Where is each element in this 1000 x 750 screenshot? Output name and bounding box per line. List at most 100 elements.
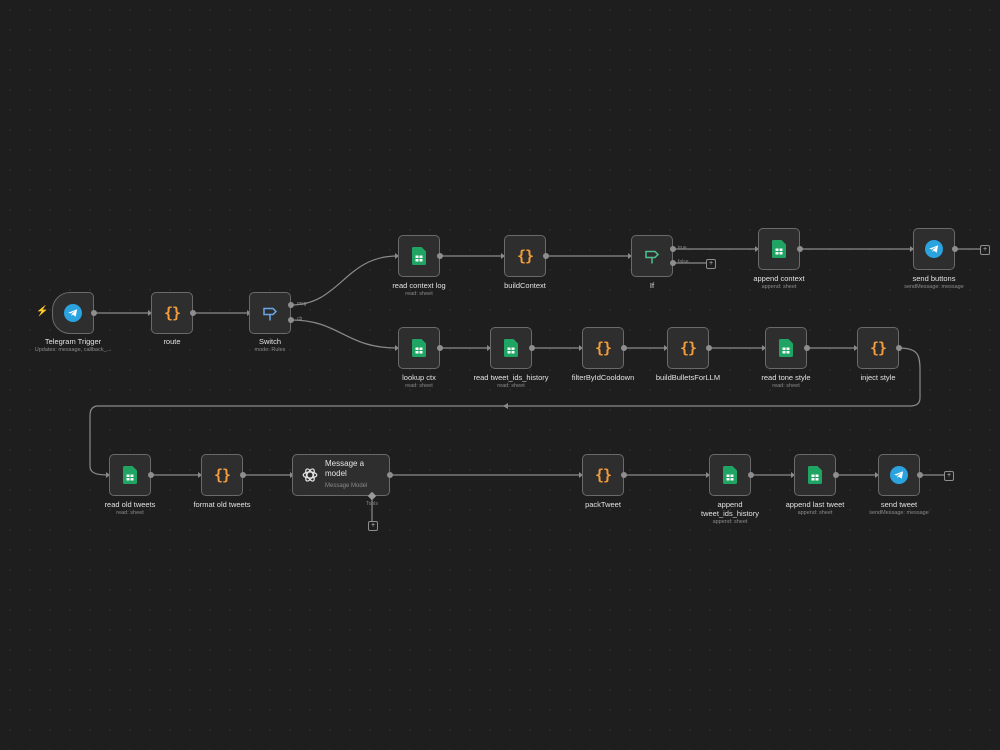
- switch-node[interactable]: [249, 292, 291, 334]
- output-port[interactable]: [952, 246, 958, 252]
- read-old-tweets-node[interactable]: [109, 454, 151, 496]
- node-label: append tweet_ids_history append: sheet: [701, 500, 759, 525]
- build-bullets-for-llm-node[interactable]: {}: [667, 327, 709, 369]
- code-braces-icon: {}: [163, 304, 181, 322]
- telegram-icon: [64, 304, 82, 322]
- output-port[interactable]: [148, 472, 154, 478]
- output-port[interactable]: [670, 246, 676, 252]
- output-port[interactable]: [240, 472, 246, 478]
- trigger-bolt-icon: ⚡: [36, 306, 49, 317]
- output-port[interactable]: [621, 345, 627, 351]
- google-sheets-icon: [504, 339, 518, 357]
- format-old-tweets-node[interactable]: {}: [201, 454, 243, 496]
- pack-tweet-node[interactable]: {}: [582, 454, 624, 496]
- code-braces-icon: {}: [594, 466, 612, 484]
- route-node[interactable]: {}: [151, 292, 193, 334]
- read-context-log-node[interactable]: [398, 235, 440, 277]
- node-label: lookup ctx read: sheet: [402, 373, 436, 389]
- output-port[interactable]: [387, 472, 393, 478]
- node-label: read tone style read: sheet: [761, 373, 811, 389]
- node-title: Message a model: [325, 459, 365, 478]
- append-context-node[interactable]: [758, 228, 800, 270]
- output-port[interactable]: [896, 345, 902, 351]
- signpost-icon: [645, 250, 660, 264]
- tools-label: Tools: [366, 501, 378, 507]
- plus-icon[interactable]: +: [980, 245, 990, 255]
- inject-style-node[interactable]: {}: [857, 327, 899, 369]
- node-label: read old tweets read: sheet: [104, 500, 156, 516]
- plus-icon[interactable]: +: [944, 471, 954, 481]
- output-port[interactable]: [437, 253, 443, 259]
- read-tweet-ids-history-node[interactable]: [490, 327, 532, 369]
- code-braces-icon: {}: [869, 339, 887, 357]
- node-label: read context log read: sheet: [392, 281, 446, 297]
- node-label: read tweet_ids_history read: sheet: [473, 373, 549, 389]
- node-label: append context append: sheet: [753, 274, 805, 290]
- output-port[interactable]: [706, 345, 712, 351]
- output-label: false: [678, 259, 689, 265]
- telegram-icon: [925, 240, 943, 258]
- google-sheets-icon: [723, 466, 737, 484]
- google-sheets-icon: [779, 339, 793, 357]
- output-label: true: [678, 245, 687, 251]
- send-buttons-node[interactable]: [913, 228, 955, 270]
- node-label: append last tweet append: sheet: [785, 500, 845, 516]
- node-label: packTweet: [585, 500, 621, 509]
- node-label: send tweet sendMessage: message: [869, 500, 929, 516]
- google-sheets-icon: [123, 466, 137, 484]
- plus-icon[interactable]: +: [706, 259, 716, 269]
- output-port[interactable]: [748, 472, 754, 478]
- append-tweet-ids-history-node[interactable]: [709, 454, 751, 496]
- build-context-node[interactable]: {}: [504, 235, 546, 277]
- telegram-icon: [890, 466, 908, 484]
- google-sheets-icon: [772, 240, 786, 258]
- node-label: filterByIdCooldown: [571, 373, 635, 382]
- output-port[interactable]: [797, 246, 803, 252]
- node-label: Switch mode: Rules: [254, 337, 286, 353]
- code-braces-icon: {}: [679, 339, 697, 357]
- edge: [290, 255, 398, 306]
- output-label: msg: [297, 301, 307, 307]
- output-port[interactable]: [543, 253, 549, 259]
- output-port[interactable]: [288, 317, 294, 323]
- lookup-ctx-node[interactable]: [398, 327, 440, 369]
- node-label: Telegram Trigger Updates: message, callb…: [34, 337, 112, 353]
- append-last-tweet-node[interactable]: [794, 454, 836, 496]
- google-sheets-icon: [412, 247, 426, 265]
- node-label: buildBulletsForLLM: [655, 373, 721, 382]
- node-label: format old tweets: [193, 500, 251, 509]
- output-port[interactable]: [288, 302, 294, 308]
- output-port[interactable]: [833, 472, 839, 478]
- code-braces-icon: {}: [594, 339, 612, 357]
- code-braces-icon: {}: [213, 466, 231, 484]
- read-tone-style-node[interactable]: [765, 327, 807, 369]
- send-tweet-node[interactable]: [878, 454, 920, 496]
- node-label: inject style: [860, 373, 896, 382]
- output-label: cb: [297, 316, 303, 322]
- node-label: If: [649, 281, 655, 290]
- node-label: buildContext: [504, 281, 546, 290]
- output-port[interactable]: [190, 310, 196, 316]
- code-braces-icon: {}: [516, 247, 534, 265]
- message-a-model-node[interactable]: Message a model Message Model: [292, 454, 390, 496]
- if-node[interactable]: [631, 235, 673, 277]
- openai-icon: [302, 468, 318, 482]
- output-port[interactable]: [670, 260, 676, 266]
- output-port[interactable]: [529, 345, 535, 351]
- edge: [290, 319, 398, 349]
- signpost-icon: [263, 307, 278, 321]
- google-sheets-icon: [808, 466, 822, 484]
- output-port[interactable]: [91, 310, 97, 316]
- output-port[interactable]: [917, 472, 923, 478]
- node-subtitle: Message Model: [325, 483, 368, 489]
- output-port[interactable]: [437, 345, 443, 351]
- output-port[interactable]: [804, 345, 810, 351]
- google-sheets-icon: [412, 339, 426, 357]
- filter-by-id-cooldown-node[interactable]: {}: [582, 327, 624, 369]
- node-label: send buttons sendMessage: message: [904, 274, 964, 290]
- node-label: route: [163, 337, 181, 346]
- plus-icon[interactable]: +: [368, 521, 378, 531]
- telegram-trigger-node[interactable]: [52, 292, 94, 334]
- output-port[interactable]: [621, 472, 627, 478]
